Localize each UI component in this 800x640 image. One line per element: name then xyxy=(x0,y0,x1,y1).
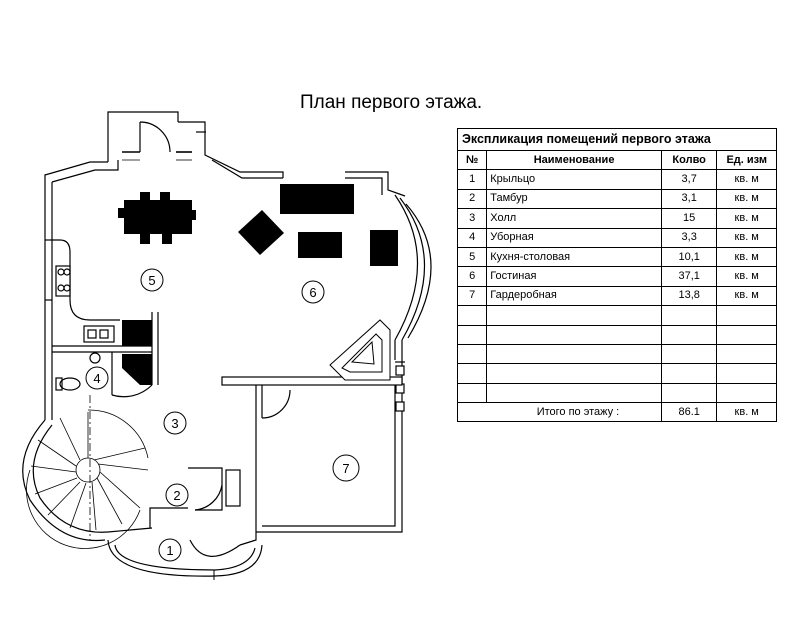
header-qty: Колво xyxy=(660,149,718,171)
row-unit: кв. м xyxy=(716,246,777,268)
empty-cell xyxy=(660,343,718,365)
table-empty-row xyxy=(456,324,777,345)
row-name: Крыльцо xyxy=(486,169,662,190)
row-qty: 3,7 xyxy=(660,169,718,190)
empty-cell xyxy=(456,305,488,326)
row-name: Кухня-столовая xyxy=(486,246,662,268)
row-number: 1 xyxy=(456,169,488,190)
room-label-5: 5 xyxy=(148,273,155,288)
empty-cell xyxy=(716,382,777,404)
row-name: Уборная xyxy=(486,227,662,248)
row-number: 5 xyxy=(456,246,488,268)
room-marker-6 xyxy=(301,280,325,304)
room-label-7: 7 xyxy=(342,461,349,476)
room-label-4: 4 xyxy=(93,371,100,386)
bay-window-wall xyxy=(394,194,418,341)
room-marker-4 xyxy=(85,366,109,390)
empty-cell xyxy=(486,305,662,326)
row-number: 3 xyxy=(456,208,488,229)
row-unit: кв. м xyxy=(716,208,777,229)
empty-cell xyxy=(660,363,718,384)
empty-cell xyxy=(716,305,777,326)
top-porch-wall xyxy=(107,111,179,162)
header-name: Наименование xyxy=(486,149,662,171)
empty-cell xyxy=(486,324,662,345)
table-caption: Экспликация помещений первого этажа xyxy=(457,128,777,151)
front-porch-wall xyxy=(107,539,263,577)
table-empty-row xyxy=(456,343,777,365)
row-unit: кв. м xyxy=(716,285,777,307)
room-marker-3 xyxy=(163,411,187,435)
row-number: 4 xyxy=(456,227,488,248)
row-unit: кв. м xyxy=(716,266,777,287)
total-unit: кв. м xyxy=(716,402,777,423)
room-label-1: 1 xyxy=(166,543,173,558)
explication-table: Экспликация помещений первого этажа № На… xyxy=(456,128,777,423)
empty-cell xyxy=(486,363,662,384)
total-qty: 86.1 xyxy=(660,402,718,423)
table-total-row: Итого по этажу : 86.1 кв. м xyxy=(457,402,777,423)
row-number: 2 xyxy=(456,188,488,210)
row-unit: кв. м xyxy=(716,188,777,210)
total-label: Итого по этажу : xyxy=(457,402,662,423)
room-label-3: 3 xyxy=(171,416,178,431)
empty-cell xyxy=(660,324,718,345)
spiral-stair xyxy=(26,395,149,549)
row-qty: 3,3 xyxy=(660,227,718,248)
table-empty-row xyxy=(456,382,777,404)
room-marker-5 xyxy=(140,268,164,292)
empty-cell xyxy=(456,382,488,404)
row-qty: 37,1 xyxy=(660,266,718,287)
empty-cell xyxy=(716,363,777,384)
empty-cell xyxy=(716,343,777,365)
empty-cell xyxy=(660,305,718,326)
row-name: Гардеробная xyxy=(486,285,662,307)
empty-cell xyxy=(456,324,488,345)
page-title: План первого этажа. xyxy=(300,92,483,113)
header-unit: Ед. изм xyxy=(716,149,777,171)
row-qty: 13,8 xyxy=(660,285,718,307)
row-qty: 10,1 xyxy=(660,246,718,268)
outer-wall xyxy=(44,161,108,420)
table-empty-row xyxy=(456,363,777,384)
room-label-6: 6 xyxy=(309,285,316,300)
row-number: 6 xyxy=(456,266,488,287)
empty-cell xyxy=(456,363,488,384)
header-number: № xyxy=(456,149,488,171)
row-qty: 15 xyxy=(660,208,718,229)
table-header-row: № Наименование Колво Ед. изм xyxy=(456,149,777,171)
fireplace xyxy=(329,319,391,381)
room-label-2: 2 xyxy=(173,488,180,503)
room-marker-1 xyxy=(158,538,182,562)
empty-cell xyxy=(660,382,718,404)
table-empty-row xyxy=(456,305,777,326)
row-name: Холл xyxy=(486,208,662,229)
row-name: Гостиная xyxy=(486,266,662,287)
row-number: 7 xyxy=(456,285,488,307)
empty-cell xyxy=(716,324,777,345)
row-qty: 3,1 xyxy=(660,188,718,210)
stair-tower-wall xyxy=(22,419,106,542)
row-unit: кв. м xyxy=(716,169,777,190)
top-porch-door-arc xyxy=(139,121,171,153)
empty-cell xyxy=(486,343,662,365)
empty-cell xyxy=(486,382,662,404)
row-name: Тамбур xyxy=(486,188,662,210)
furniture xyxy=(118,184,398,385)
room-marker-2 xyxy=(165,483,189,507)
row-unit: кв. м xyxy=(716,227,777,248)
empty-cell xyxy=(456,343,488,365)
room-marker-7 xyxy=(332,454,360,482)
